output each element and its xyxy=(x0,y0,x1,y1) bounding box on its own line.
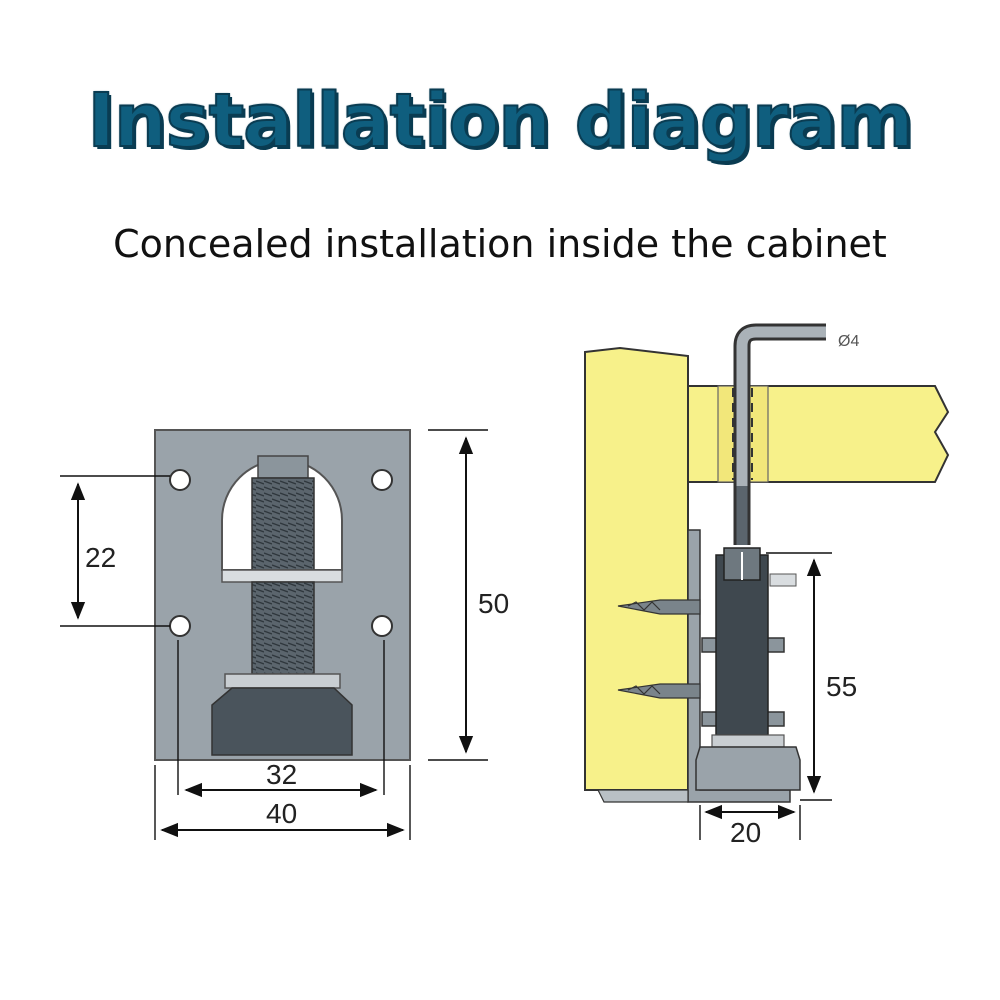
leveling-foot xyxy=(211,687,353,756)
wood-screw xyxy=(617,599,701,615)
dimension-label-40: 40 xyxy=(266,798,297,829)
side-bolt-body xyxy=(715,554,769,736)
dimension-label-55: 55 xyxy=(826,671,857,702)
threaded-bolt-lower xyxy=(251,581,315,675)
side-view: Ø4 55 20 xyxy=(584,323,950,848)
threaded-bolt-upper xyxy=(251,477,315,571)
cabinet-side-wall xyxy=(584,346,689,791)
dimension-label-22: 22 xyxy=(85,542,116,573)
wood-screw xyxy=(617,683,701,699)
wrench-size-label: Ø4 xyxy=(838,333,859,350)
bolt-cap xyxy=(257,455,309,479)
dimension-label-20: 20 xyxy=(730,817,761,848)
mounting-hole xyxy=(169,615,191,637)
side-leveling-foot xyxy=(695,746,801,791)
mounting-hole xyxy=(169,469,191,491)
washer xyxy=(224,673,341,689)
page-title: Installation diagram xyxy=(86,77,914,165)
front-view: 22 50 32 40 xyxy=(60,429,509,840)
mounting-hole xyxy=(371,615,393,637)
dimension-label-32: 32 xyxy=(266,759,297,790)
crossbar xyxy=(221,569,343,583)
mounting-hole xyxy=(371,469,393,491)
dimension-label-50: 50 xyxy=(478,588,509,619)
page-subtitle: Concealed installation inside the cabine… xyxy=(113,222,887,266)
